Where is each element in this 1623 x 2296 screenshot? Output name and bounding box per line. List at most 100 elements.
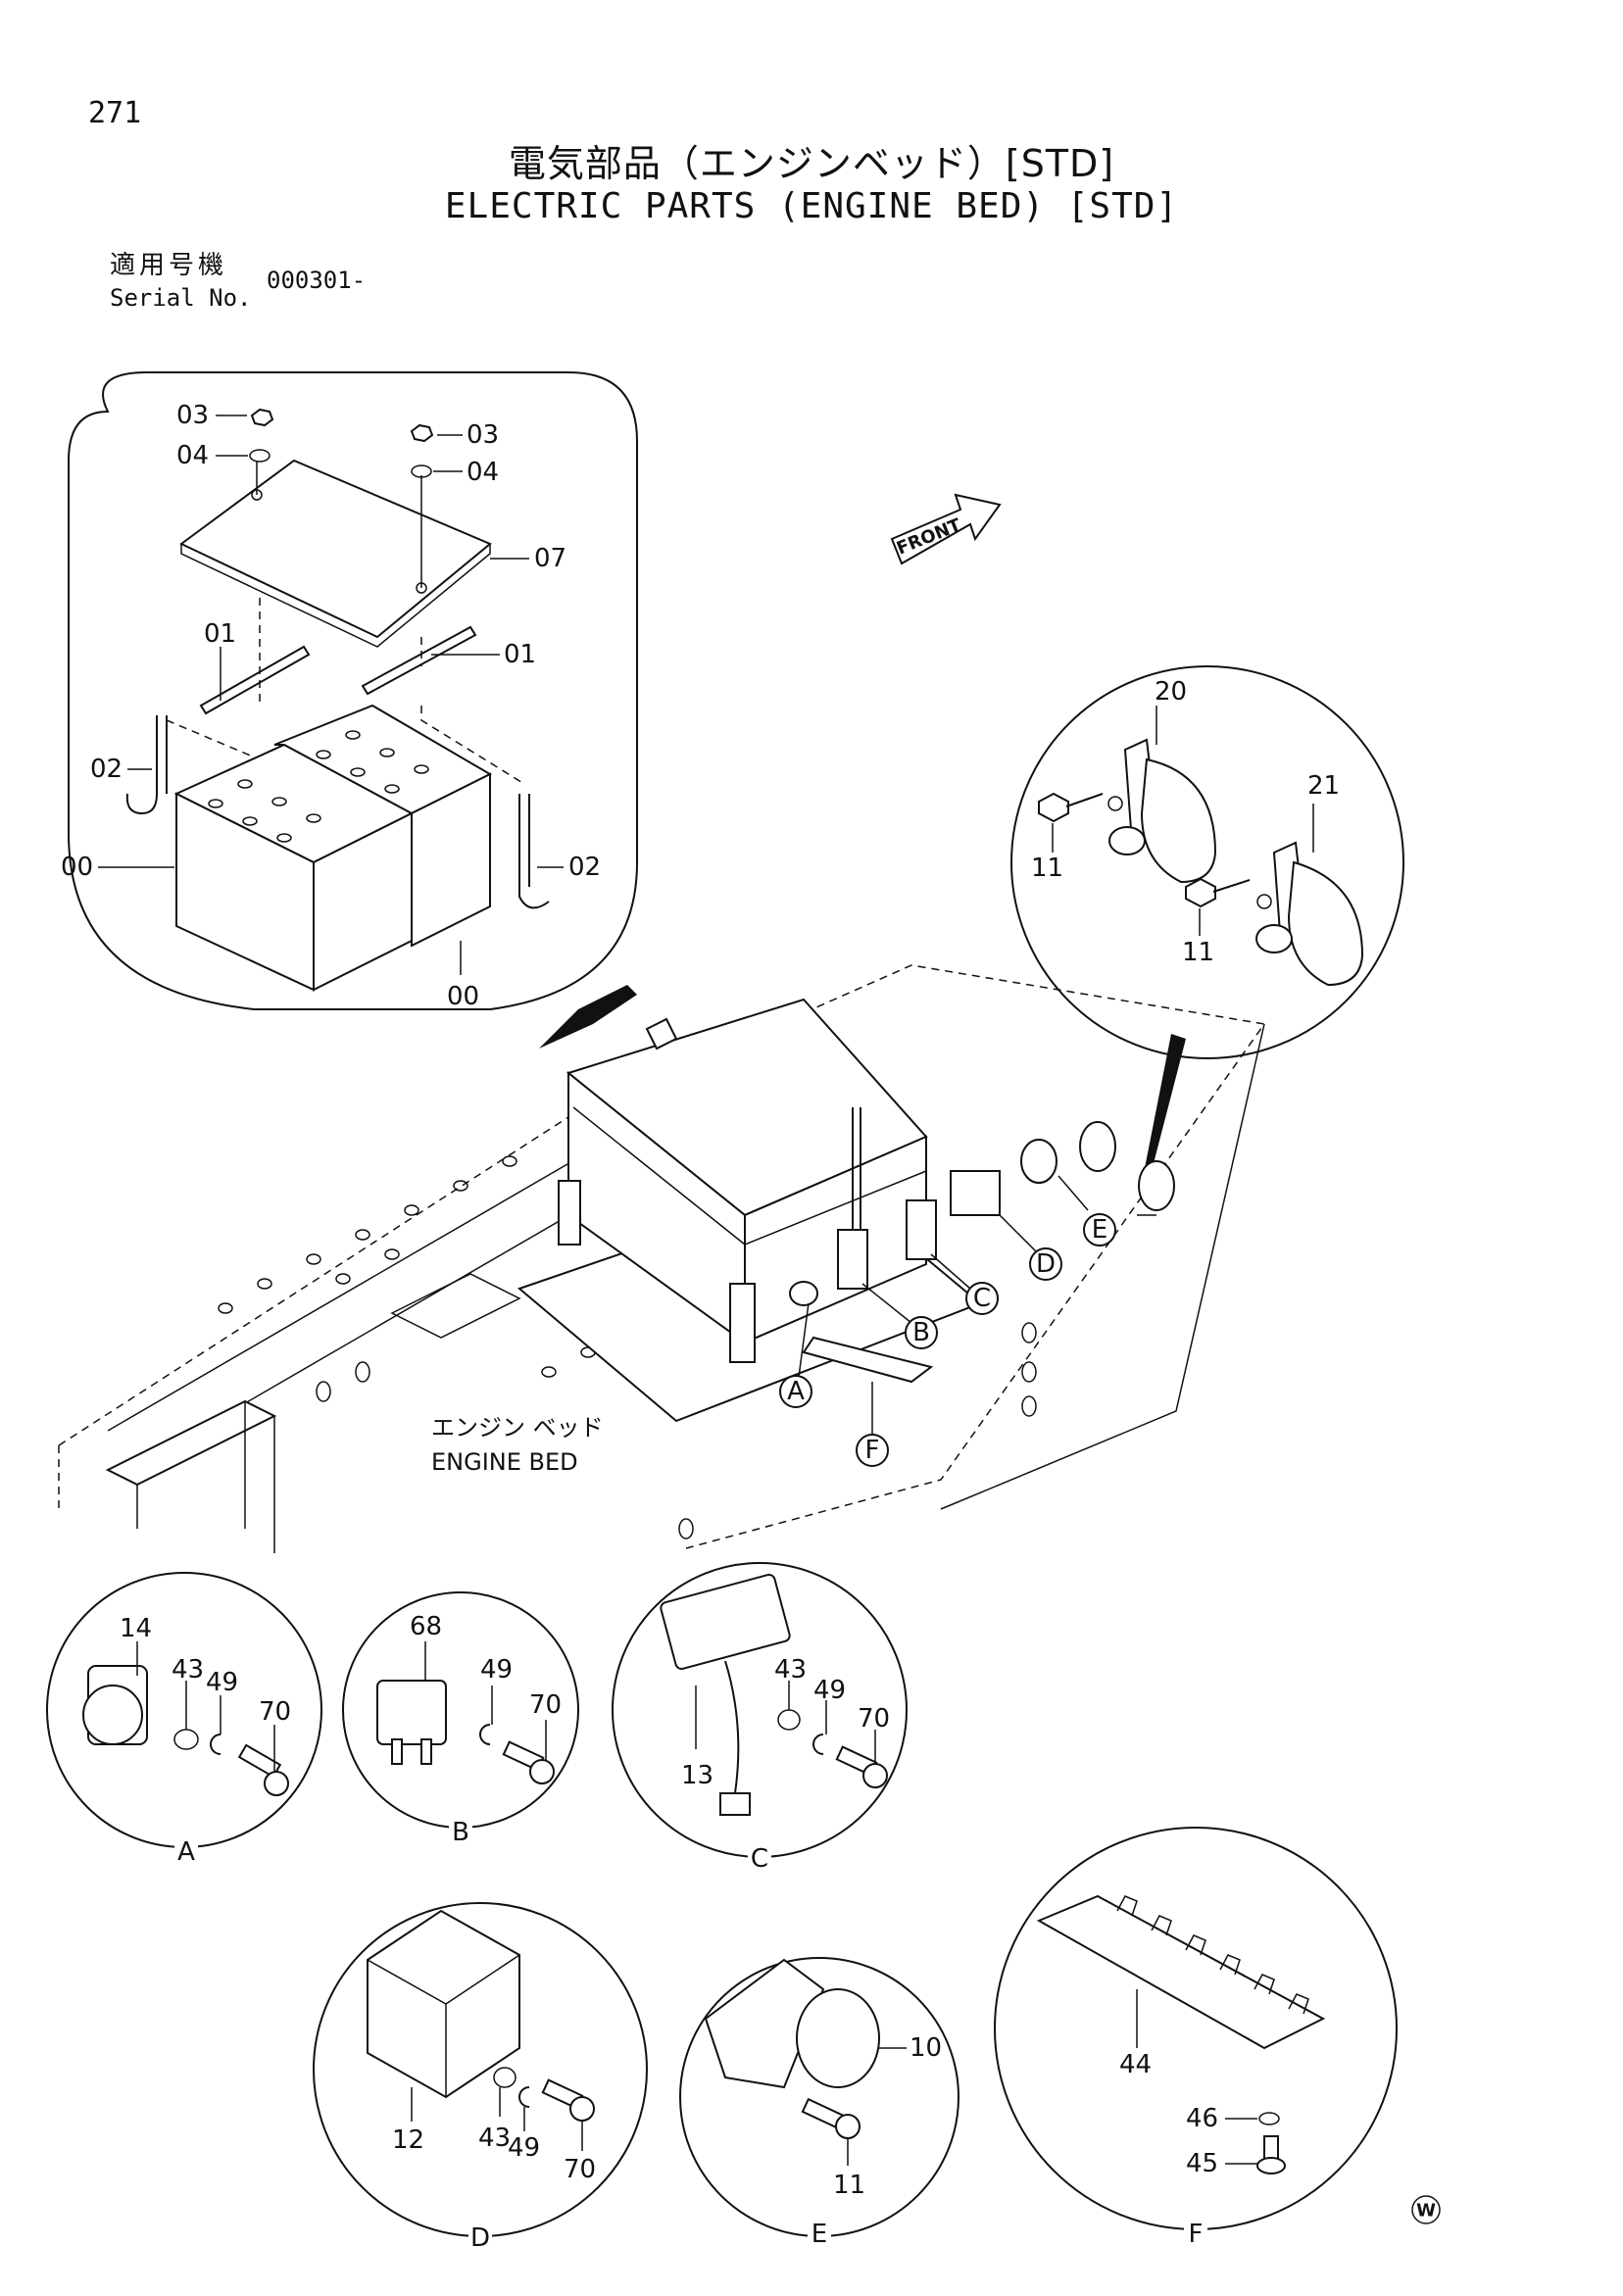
regulator-component <box>906 1199 937 1260</box>
callout-d-43: 43 <box>478 2124 511 2153</box>
washer-icon <box>777 1709 801 1731</box>
callout-washer: 04 <box>176 441 209 470</box>
bed-opening <box>390 1273 521 1339</box>
battery-callouts: 03 04 03 04 07 01 01 02 02 00 00 <box>61 401 601 1011</box>
bolt-icon <box>1185 877 1216 908</box>
horn-component <box>1138 1160 1175 1211</box>
front-arrow: FRONT <box>890 493 1002 565</box>
fuse-plate-tabs <box>1116 1895 1309 2015</box>
battery-detail-border <box>68 371 638 1010</box>
front-label: FRONT <box>894 514 964 560</box>
callout-c-70: 70 <box>858 1704 890 1734</box>
callout-b-70: 70 <box>529 1690 562 1720</box>
callout-c-13: 13 <box>681 1761 713 1790</box>
marker-label-c: C <box>973 1284 991 1313</box>
detail-e: 10 11 E <box>679 1957 959 2249</box>
engine-bed-assembly: A B C D E F エンジン ベッド ENGINE BED <box>58 964 1266 1553</box>
washer-icon <box>411 464 432 478</box>
bolt-icon <box>237 1743 282 1779</box>
washer-icon <box>249 449 270 463</box>
washer-icon <box>173 1729 199 1750</box>
nut-icon <box>250 408 274 427</box>
callout-nut: 03 <box>467 420 499 450</box>
marker-label-e: E <box>1092 1215 1107 1245</box>
detail-f-caption: F <box>1189 2220 1204 2249</box>
callout-rod: 02 <box>90 755 123 784</box>
callout-a-70: 70 <box>259 1697 291 1727</box>
callout-d-12: 12 <box>392 2125 424 2155</box>
callout-nut: 03 <box>176 401 209 430</box>
battery-holder-bar <box>199 645 311 715</box>
battery-cover-plate <box>179 459 492 639</box>
callout-a-49: 49 <box>206 1668 238 1697</box>
detail-c-caption: C <box>751 1844 768 1874</box>
callout-c-43: 43 <box>774 1655 807 1685</box>
marker-circle-d <box>1029 1247 1062 1281</box>
connector-icon <box>719 1792 751 1816</box>
relay-box-component <box>950 1170 1001 1216</box>
callout-horn: 20 <box>1155 677 1187 707</box>
horn-detail-border <box>1010 665 1404 1059</box>
engine-bed-label-en: ENGINE BED <box>431 1448 578 1476</box>
bed-rail <box>105 1399 277 1487</box>
callout-f-46: 46 <box>1186 2104 1218 2133</box>
callout-bolt: 11 <box>1031 854 1063 883</box>
battery-detail <box>68 371 638 1049</box>
relay-component <box>837 1229 868 1290</box>
horn-component <box>1079 1121 1116 1172</box>
regulator-wire <box>724 1660 740 1794</box>
marker-circle-a <box>779 1375 812 1408</box>
spring-washer-icon <box>479 1724 491 1745</box>
corner-mark-circle <box>1411 2195 1441 2224</box>
page-number: 271 <box>88 96 142 130</box>
front-arrow-icon <box>890 493 1002 565</box>
callout-e-10: 10 <box>910 2033 942 2063</box>
detail-f: 44 46 45 F <box>994 1827 1398 2249</box>
washer-icon <box>1258 2112 1280 2125</box>
bracket-post <box>729 1283 756 1363</box>
horn-body <box>1287 860 1364 987</box>
fuse-plate-component <box>802 1336 934 1384</box>
callout-c-49: 49 <box>813 1676 846 1705</box>
callout-f-44: 44 <box>1119 2050 1152 2079</box>
nut-icon <box>410 423 434 443</box>
relay-body <box>376 1680 447 1745</box>
callout-washer: 04 <box>467 458 499 487</box>
title-english: ELECTRIC PARTS (ENGINE BED) [STD] <box>444 186 1179 226</box>
horn-detail: 20 21 11 11 <box>1010 665 1404 1171</box>
switch-component <box>789 1281 818 1306</box>
callout-b-68: 68 <box>410 1612 442 1641</box>
detail-c: 13 43 49 70 C <box>612 1562 908 1874</box>
callout-holder: 01 <box>504 640 536 669</box>
detail-a-caption: A <box>177 1837 195 1867</box>
serial-label-japanese: 適用号機 <box>110 251 228 280</box>
engine-bed-label-jp: エンジン ベッド <box>431 1414 604 1441</box>
callout-f-45: 45 <box>1186 2149 1218 2178</box>
serial-label-english: Serial No. <box>110 284 252 312</box>
marker-circle-e <box>1083 1213 1116 1246</box>
callout-rod: 02 <box>568 853 601 882</box>
nut-icon <box>645 1017 678 1050</box>
detail-d: 12 43 49 70 D <box>313 1902 648 2253</box>
callout-d-49: 49 <box>508 2133 540 2163</box>
bolt-icon <box>1038 792 1069 823</box>
horn-detail-pointer <box>1145 1034 1186 1171</box>
fuse-plate <box>1036 1894 1326 2050</box>
battery-holder-bar <box>361 625 477 696</box>
marker-label-a: A <box>787 1377 805 1406</box>
marker-circle-c <box>965 1282 999 1315</box>
callout-e-11: 11 <box>833 2171 865 2200</box>
horn-body <box>1140 757 1217 884</box>
detail-b: 68 49 70 B <box>342 1591 579 1847</box>
title-japanese: 電気部品（エンジンベッド）[STD] <box>508 142 1115 185</box>
spring-washer-icon <box>518 2086 530 2108</box>
callout-horn: 21 <box>1307 771 1340 801</box>
rail-components <box>789 1107 1175 1384</box>
regulator-body <box>660 1574 791 1670</box>
callout-battery: 00 <box>447 982 479 1011</box>
corner-mark-label: W <box>1416 2201 1436 2222</box>
battery-hook-rod <box>125 715 158 815</box>
relay-box-body <box>367 1909 520 2099</box>
callout-bolt: 11 <box>1182 938 1214 967</box>
battery-second-side <box>411 772 491 948</box>
